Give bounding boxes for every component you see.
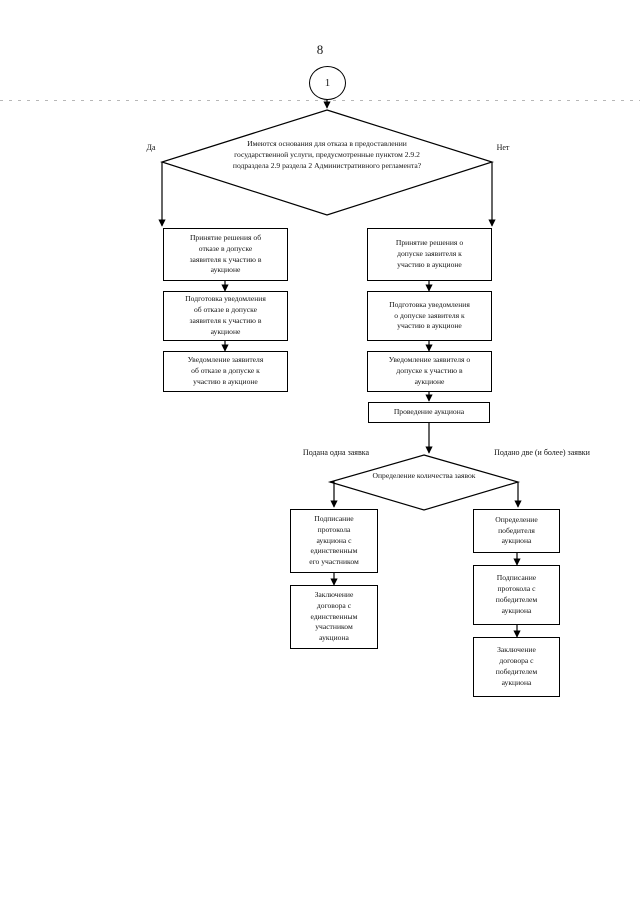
connector-label: 1 (324, 77, 331, 89)
node-admit-decision: Принятие решения о допуске заявителя к у… (367, 228, 492, 281)
node-contract-single: Заключение договора с единственным участ… (290, 585, 378, 649)
node-sign-protocol-single: Подписание протокола аукциона с единстве… (290, 509, 378, 573)
node-admit-notice-prep: Подготовка уведомления о допуске заявите… (367, 291, 492, 341)
branch-label-yes: Да (146, 143, 156, 152)
branch-label-multiple-bids: Подано две (и более) заявки (492, 448, 592, 459)
node-line: протокола (317, 524, 351, 534)
node-line: участию в аукционе (397, 321, 462, 331)
node-contract-winner: Заключение договора с победителем аукцио… (473, 637, 560, 697)
node-line: Проведение аукциона (393, 407, 465, 417)
decision-line: Определение (372, 471, 416, 480)
branch-label-single-bid: Подана одна заявка (296, 448, 376, 459)
node-hold-auction: Проведение аукциона (368, 402, 490, 423)
node-sign-protocol-winner: Подписание протокола с победителем аукци… (473, 565, 560, 625)
decision-refusal-grounds-label: Имеются основания для отказа в предостав… (222, 138, 432, 171)
decision-line: предоставлении государственной (234, 139, 407, 159)
node-line: о допуске заявителя к (394, 310, 465, 320)
decision-line: количества заявок (416, 471, 476, 480)
node-line: Определение (495, 514, 538, 524)
node-line: допуске заявителя к (397, 249, 462, 259)
scan-artifact-line (0, 100, 640, 101)
node-line: допуске к участию в (396, 366, 463, 376)
branch-label-no: Нет (496, 143, 510, 152)
node-line: аукциона (501, 605, 532, 615)
page-connector-circle: 1 (309, 66, 346, 100)
node-line: победителя (498, 525, 535, 535)
node-line: победителем (495, 667, 538, 676)
node-line: участию в аукционе (397, 259, 462, 269)
node-line: аукционе (414, 376, 445, 386)
node-line: Подготовка уведомления (185, 294, 266, 304)
decision-line: Административного регламента? (314, 161, 422, 170)
node-line: договора с (316, 600, 352, 610)
node-line: аукционе (210, 265, 241, 275)
node-line: заявителя к участию в (189, 254, 262, 264)
node-determine-winner: Определение победителя аукциона (473, 509, 560, 553)
page-number: 8 (316, 42, 324, 57)
branch-line: Подано две (494, 448, 533, 457)
node-refusal-notice-prep: Подготовка уведомления об отказе в допус… (163, 291, 288, 341)
node-line: отказе в допуске (198, 243, 253, 253)
node-line: Уведомление заявителя (187, 355, 264, 365)
node-line: заявителя к участию в (189, 316, 262, 325)
node-line: Уведомление заявителя о (388, 355, 471, 365)
node-line: аукциона (501, 677, 532, 687)
branch-line: (и более) заявки (534, 448, 590, 457)
node-line: участником (315, 622, 353, 632)
node-line: аукциона (319, 633, 349, 643)
node-line: Принятие решения об (189, 232, 262, 242)
node-line: Принятие решения о (395, 238, 464, 248)
branch-line: заявка (347, 448, 370, 457)
node-line: участию в аукционе (193, 376, 258, 386)
node-line: аукциона с (316, 535, 352, 545)
decision-line: услуги, предусмотренные пунктом (290, 150, 403, 159)
node-line: протокола с (497, 584, 536, 594)
node-line: Заключение (497, 645, 536, 655)
node-line: аукциона (501, 536, 532, 546)
node-refusal-notice-send: Уведомление заявителя об отказе в допуск… (163, 351, 288, 392)
branch-line: Подана одна (302, 448, 346, 457)
decision-bid-count-label: Определение количества заявок (359, 470, 489, 481)
node-refusal-decision: Принятие решения об отказе в допуске зая… (163, 228, 288, 281)
node-line: об отказе в допуске (193, 305, 258, 315)
node-line: Заключение (314, 590, 354, 600)
node-line: аукционе (210, 326, 241, 336)
node-line: победителем (495, 595, 538, 604)
node-line: единственным (310, 546, 358, 556)
node-admit-notice-send: Уведомление заявителя о допуске к участи… (367, 351, 492, 392)
node-line: Подписание (496, 573, 537, 583)
node-line: об отказе в допуске к (191, 366, 260, 376)
node-line: его участником (309, 557, 359, 567)
node-line: Подписание (314, 514, 354, 524)
node-line: единственным (310, 611, 358, 621)
decision-line: Имеются основания для отказа в (247, 139, 353, 148)
node-line: Подготовка уведомления (389, 299, 470, 309)
decision-line: 2.9.2 подраздела 2.9 раздела 2 (232, 150, 420, 170)
node-line: договора с (499, 656, 534, 666)
